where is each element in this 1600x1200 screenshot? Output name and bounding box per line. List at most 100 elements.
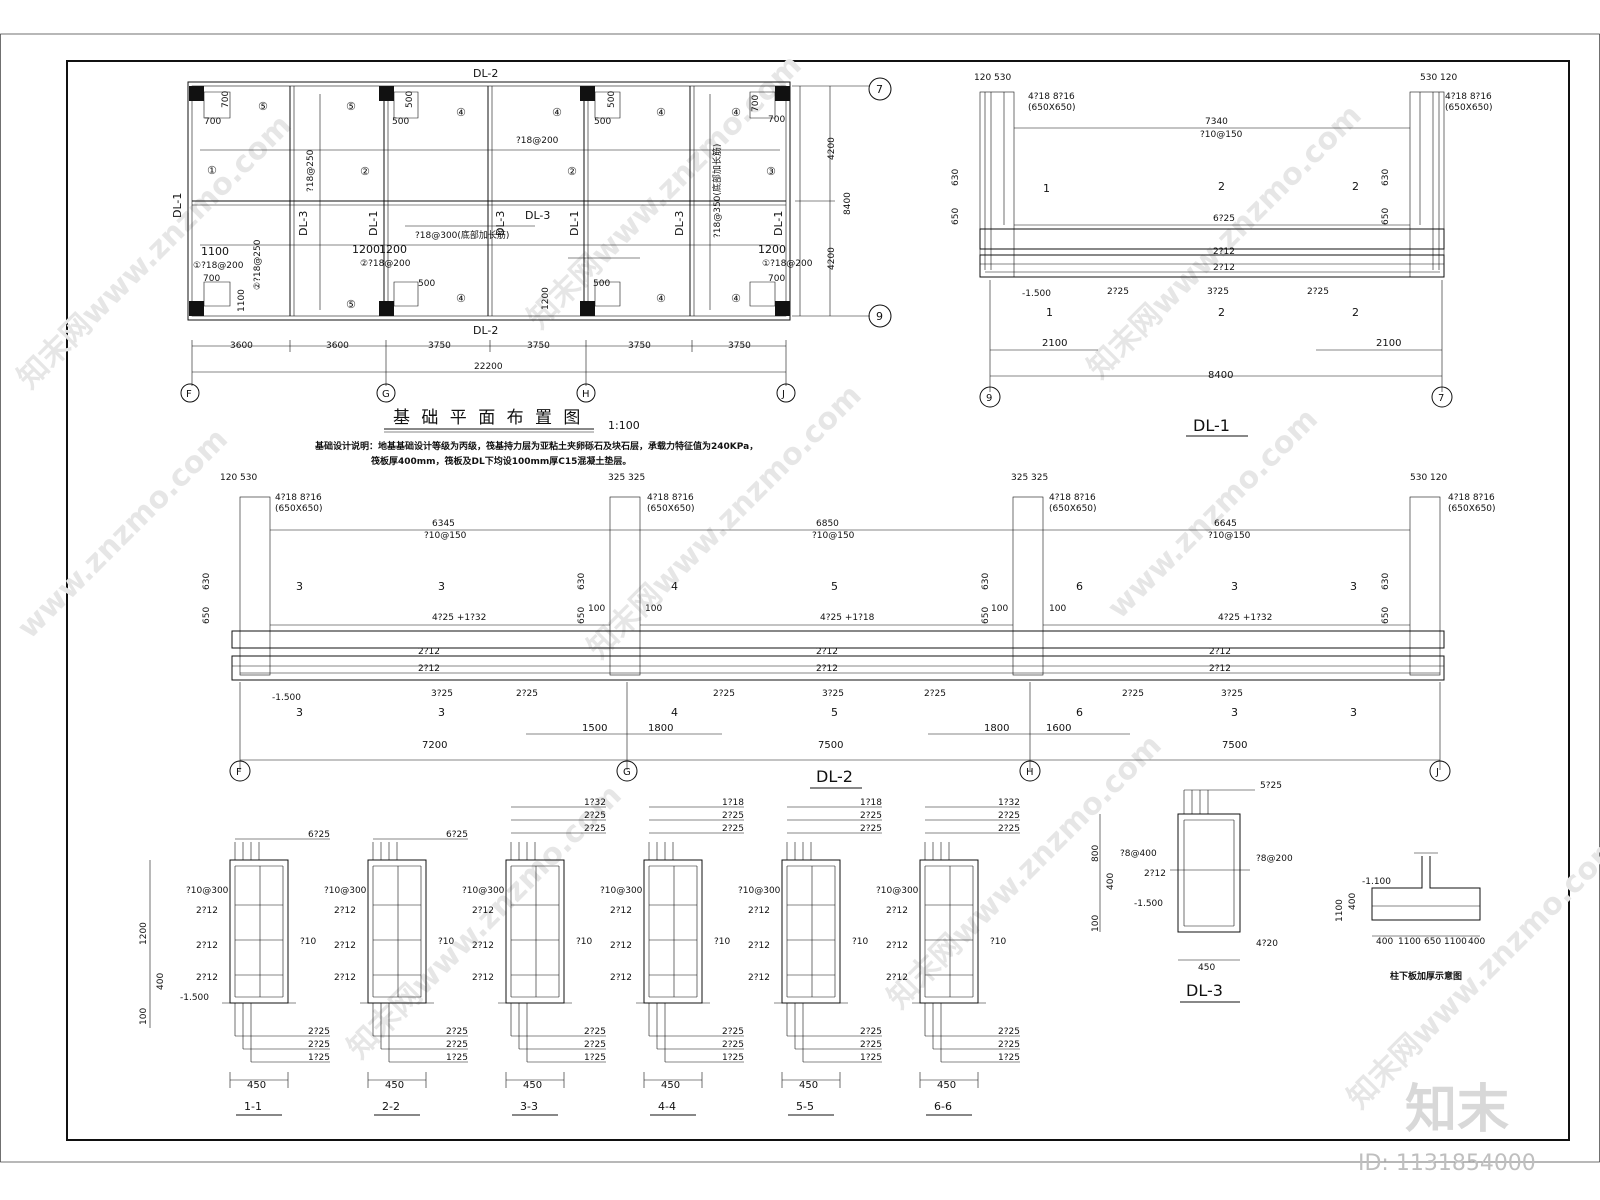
dl3-waist: 2?12 bbox=[1144, 869, 1166, 879]
dim-label: 8400 bbox=[1208, 370, 1233, 381]
section-width: 450 bbox=[247, 1080, 266, 1091]
section-label: 2?12 bbox=[196, 941, 218, 951]
section-top-bar: 6?25 bbox=[308, 830, 330, 840]
plan-beam-bottom: DL-2 bbox=[473, 324, 498, 337]
section-label: 2?12 bbox=[886, 906, 908, 916]
plan-beam-left: DL-1 bbox=[171, 193, 184, 218]
dim-label: 100 bbox=[645, 604, 662, 614]
dim-label: 450 bbox=[1198, 963, 1215, 973]
dim-label: 650 bbox=[1381, 208, 1391, 225]
elevation: -1.500 bbox=[272, 693, 301, 703]
dim-label: 1100 bbox=[1398, 937, 1421, 947]
dim-label: 3750 bbox=[728, 341, 751, 351]
bottom-bar: 3?25 bbox=[822, 689, 844, 699]
elevation: -1.500 bbox=[180, 993, 209, 1003]
bottom-bar: 3?25 bbox=[1221, 689, 1243, 699]
dim-label: 100 bbox=[139, 1008, 149, 1025]
dl2-title: DL-2 bbox=[816, 767, 853, 786]
rebar-mark: ④ bbox=[456, 106, 466, 119]
plan-dl3: DL-3 bbox=[494, 211, 507, 236]
section-tie: ?10 bbox=[438, 937, 455, 947]
dim-label: 100 bbox=[1049, 604, 1066, 614]
axis-bubble bbox=[868, 77, 892, 101]
slab-thickening-diagram: -1.100 1100 400 400 1100 650 1100 400 柱下… bbox=[1335, 852, 1485, 982]
section-label: 2?12 bbox=[748, 906, 770, 916]
axis-label: 7 bbox=[1438, 393, 1444, 404]
dim-label: 1500 bbox=[582, 723, 607, 734]
axis-label: J bbox=[1435, 767, 1439, 778]
elevation: -1.500 bbox=[1134, 899, 1163, 909]
section-bottom-bar: 1?25 bbox=[584, 1053, 606, 1063]
dim-label: 2100 bbox=[1376, 338, 1401, 349]
dim-label: 1200 bbox=[352, 243, 380, 256]
section-5: 1?182?252?252?252?251?25?10@3002?122?122… bbox=[738, 798, 882, 1116]
plan-title: 基 础 平 面 布 置 图 bbox=[393, 408, 583, 428]
axis-label: H bbox=[582, 389, 590, 400]
section-bottom-bar: 2?25 bbox=[446, 1027, 468, 1037]
section-label: ?10@300 bbox=[186, 886, 229, 896]
rebar-label: ①?18@200 bbox=[762, 259, 813, 269]
section-bottom-bar: 2?25 bbox=[998, 1040, 1020, 1050]
section-mark: 3 bbox=[296, 706, 303, 719]
dim-label: 8400 bbox=[843, 192, 853, 215]
col-bars: 4?18 8?16 bbox=[1028, 92, 1075, 102]
section-label: 2?12 bbox=[472, 906, 494, 916]
section-bottom-bar: 1?25 bbox=[722, 1053, 744, 1063]
watermark-text: 知末网www.znzmo.com bbox=[1341, 828, 1600, 1116]
section-mark: 5 bbox=[831, 580, 838, 593]
section-label: 2?12 bbox=[334, 906, 356, 916]
dim-label: 650 bbox=[951, 208, 961, 225]
dim-label: 7200 bbox=[422, 740, 447, 751]
rebar-mark: ④ bbox=[552, 106, 562, 119]
inner-frame bbox=[66, 60, 1570, 1141]
bottom-bar: 2?25 bbox=[516, 689, 538, 699]
section-3: 1?322?252?252?252?251?25?10@3002?122?122… bbox=[462, 798, 606, 1116]
col-size: (650X650) bbox=[1028, 103, 1076, 113]
foundation-plan: DL-2 DL-2 DL-1 700 700 500 500 500 500 7… bbox=[171, 67, 892, 467]
rebar-mark: ⑤ bbox=[346, 298, 356, 311]
section-label: 2?12 bbox=[610, 973, 632, 983]
dim-label: 120 530 bbox=[974, 73, 1011, 83]
dim-label: 1100 bbox=[237, 289, 247, 312]
dim-label: 100 bbox=[588, 604, 605, 614]
section-caption: 5-5 bbox=[796, 1100, 814, 1113]
dim-label: 500 bbox=[594, 117, 611, 127]
rebar-mark: ② bbox=[360, 165, 370, 178]
section-caption: 6-6 bbox=[934, 1100, 952, 1113]
dim-label: 630 bbox=[202, 573, 212, 590]
dl3-title: DL-3 bbox=[1186, 981, 1223, 1000]
axis-label: G bbox=[623, 767, 631, 778]
dim-label: 700 bbox=[751, 95, 761, 112]
dim-label: 700 bbox=[221, 91, 231, 108]
waist-bar: 2?12 bbox=[1213, 263, 1235, 273]
section-mark: 4 bbox=[671, 706, 678, 719]
section-top-bar: 2?25 bbox=[722, 824, 744, 834]
dim-label: 1600 bbox=[1046, 723, 1071, 734]
col-bars: 4?18 8?16 bbox=[647, 493, 694, 503]
rebar-label: ②?18@250 bbox=[253, 239, 263, 290]
section-width: 450 bbox=[385, 1080, 404, 1091]
section-top-bar: 1?32 bbox=[998, 798, 1020, 808]
bottom-bar: 2?25 bbox=[713, 689, 735, 699]
dim-label: 630 bbox=[951, 169, 961, 186]
section-label: 2?12 bbox=[334, 941, 356, 951]
section-top-bar: 6?25 bbox=[446, 830, 468, 840]
dl3-section: 5?25 ?8@400 ?8@200 2?12 4?20 -1.500 800 … bbox=[1091, 781, 1293, 1003]
axis-label: G bbox=[382, 389, 390, 400]
dl2-elevation: 120 530 325 325 325 325 530 120 4?18 8?1… bbox=[202, 473, 1496, 789]
axis-label: F bbox=[186, 389, 192, 400]
dim-label: 500 bbox=[607, 91, 617, 108]
dim-label: 1800 bbox=[984, 723, 1009, 734]
column bbox=[189, 86, 204, 101]
dim-label: 325 325 bbox=[1011, 473, 1048, 483]
section-label: 2?12 bbox=[196, 973, 218, 983]
plan-dl3: DL-3 bbox=[297, 211, 310, 236]
rebar-mark: ④ bbox=[456, 292, 466, 305]
section-top-bar: 1?18 bbox=[722, 798, 744, 808]
dim-label: 650 bbox=[1381, 607, 1391, 624]
waist-bar: 2?12 bbox=[1209, 647, 1231, 657]
dim-label: 3750 bbox=[628, 341, 651, 351]
waist-bar: 2?12 bbox=[418, 647, 440, 657]
dim-label: 1100 bbox=[201, 245, 229, 258]
